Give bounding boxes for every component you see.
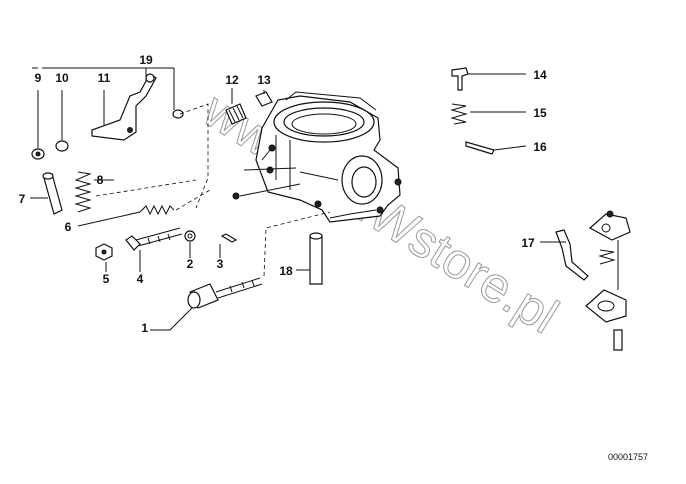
callout-5: 5	[103, 272, 110, 286]
callout-17: 17	[521, 236, 535, 250]
callout-16: 16	[533, 140, 547, 154]
callout-13: 13	[257, 73, 271, 87]
spring-15	[450, 103, 526, 125]
choke-lever-assembly	[31, 67, 209, 209]
stud-12	[225, 88, 247, 125]
washer-2	[184, 230, 196, 258]
callout-7: 7	[19, 192, 26, 206]
callout-labels: 1 2 3 4 5 6 7 8 9 10 11 12 13 14 15 16 1…	[19, 53, 547, 335]
callout-3: 3	[217, 257, 224, 271]
callout-14: 14	[533, 68, 547, 82]
callout-2: 2	[187, 257, 194, 271]
carburetor-body	[232, 91, 402, 223]
accelerator-pump-17	[540, 210, 631, 351]
callout-4: 4	[137, 272, 144, 286]
mixture-screw-1	[150, 211, 331, 331]
clip-16	[465, 141, 527, 155]
pin-3	[219, 233, 238, 258]
sleeve-7	[30, 172, 63, 215]
sleeve-18	[296, 232, 323, 285]
callout-1: 1	[141, 321, 148, 335]
callout-6: 6	[65, 220, 72, 234]
callout-9: 9	[35, 71, 42, 85]
nut-5	[95, 243, 113, 272]
idle-screw-4	[125, 227, 183, 272]
spring-8	[74, 171, 114, 213]
callout-18: 18	[279, 264, 293, 278]
callout-11: 11	[98, 71, 111, 85]
drawing-number: 00001757	[608, 452, 648, 462]
pin-14	[451, 67, 526, 91]
callout-19: 19	[139, 53, 153, 67]
spring-6	[77, 179, 211, 227]
nut-13	[255, 90, 273, 107]
callout-12: 12	[225, 73, 239, 87]
callout-15: 15	[533, 106, 547, 120]
callout-8: 8	[97, 173, 104, 187]
callout-10: 10	[55, 71, 69, 85]
